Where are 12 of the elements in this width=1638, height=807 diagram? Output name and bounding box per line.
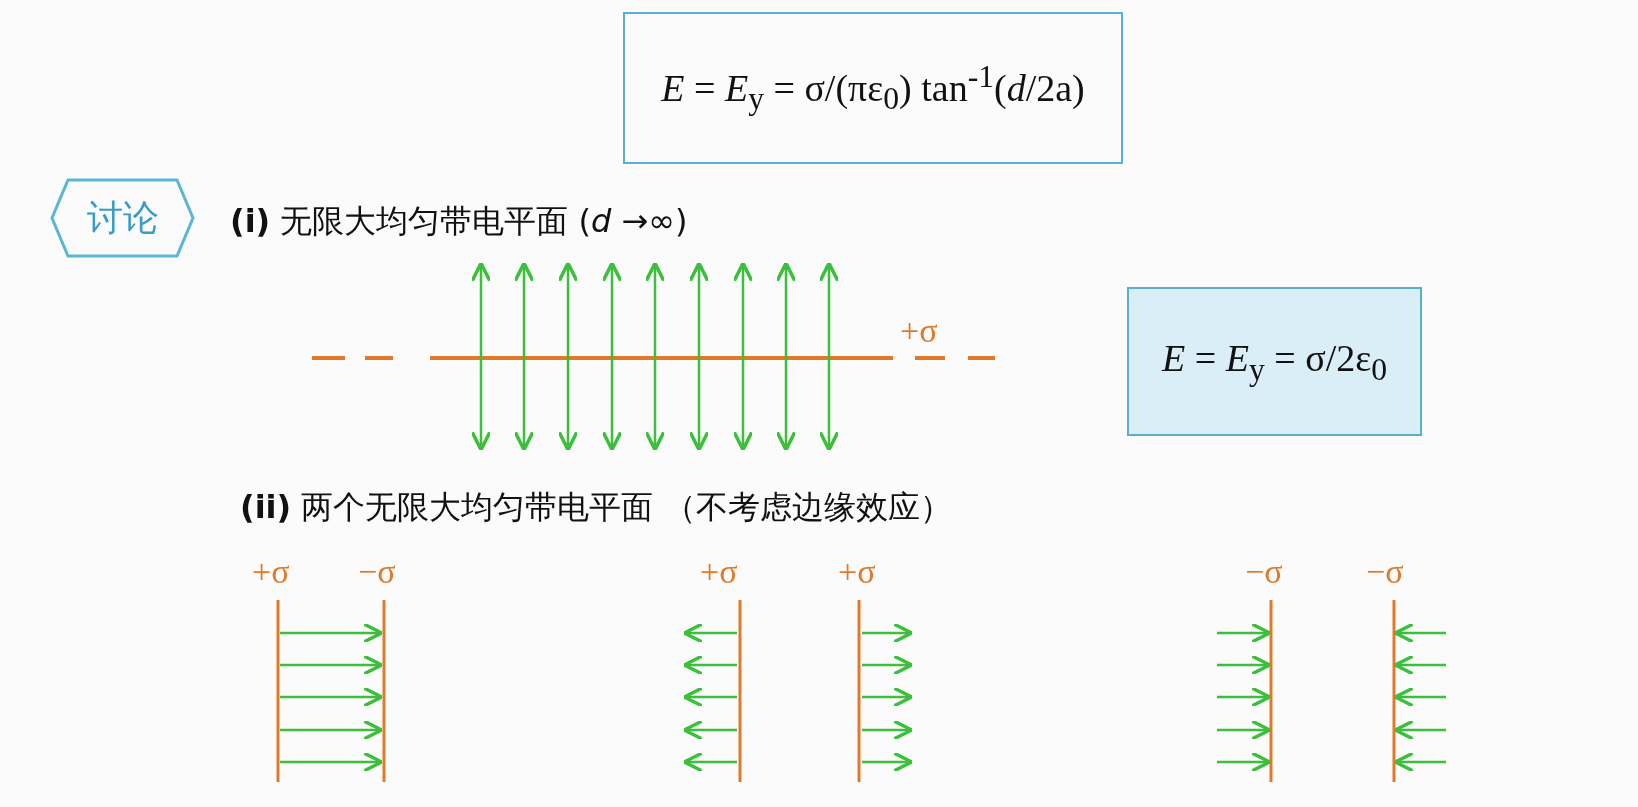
charge-label: +σ — [700, 553, 738, 591]
formula-box: E = E$_{y}$ = σ/(πε$_{0}$) tan$^{-1}$(d/2a) — [623, 12, 1123, 164]
charge-label: +σ — [252, 553, 290, 591]
section-heading: (i) 无限大均匀带电平面 (d →∞) — [230, 201, 688, 242]
formula-box: E = E$_{y}$ = σ/2ε$_{0}$ — [1127, 287, 1422, 436]
charge-label: +σ — [900, 312, 938, 350]
charge-label: +σ — [838, 553, 876, 591]
charge-label: −σ — [1366, 553, 1404, 591]
charge-label: −σ — [1245, 553, 1283, 591]
charge-label: −σ — [358, 553, 396, 591]
section-heading: (ii) 两个无限大均匀带电平面 （不考虑边缘效应） — [240, 487, 952, 528]
topic-tag: 讨论 — [50, 178, 195, 258]
